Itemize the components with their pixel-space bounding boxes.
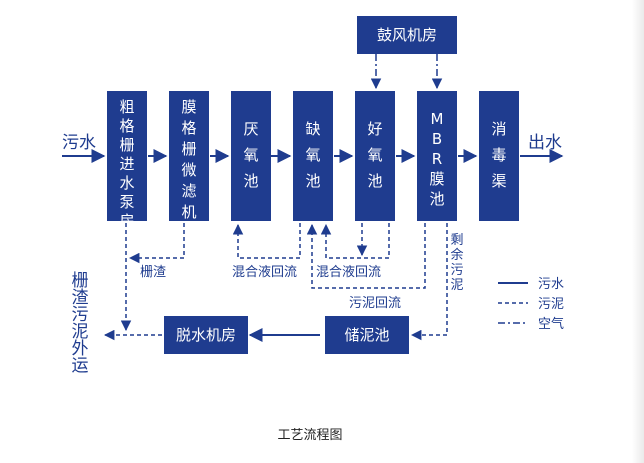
haul-out-label: 栅渣污泥外运 bbox=[72, 271, 89, 376]
sludge-return-label: 污泥回流 bbox=[349, 296, 401, 311]
unit-coarse-screen-pump: 粗格栅进水泵房 bbox=[107, 91, 147, 230]
page-edge-shadow bbox=[632, 0, 644, 463]
unit-anaerobic-tank-label: 厌氧池 bbox=[243, 120, 258, 190]
sludge-lines bbox=[103, 223, 448, 341]
inflow-label: 污水 bbox=[62, 133, 96, 153]
unit-anoxic-tank: 缺氧池 bbox=[293, 91, 333, 221]
unit-coarse-screen-pump-label: 粗格栅进水泵房 bbox=[119, 98, 134, 230]
unit-dewatering-room-label: 脱水机房 bbox=[176, 326, 236, 344]
unit-sludge-storage: 储泥池 bbox=[325, 316, 409, 354]
mixed-return-label-1: 混合液回流 bbox=[232, 265, 297, 280]
legend: 污水 污泥 空气 bbox=[498, 277, 564, 332]
outflow-label: 出水 bbox=[528, 133, 562, 153]
unit-aerobic-tank-label: 好氧池 bbox=[367, 120, 382, 190]
unit-blower-room: 鼓风机房 bbox=[357, 16, 457, 54]
legend-sludge-label: 污泥 bbox=[538, 297, 564, 312]
unit-dewatering-room: 脱水机房 bbox=[164, 316, 248, 354]
legend-sewage-label: 污水 bbox=[538, 277, 564, 292]
unit-disinfection-channel: 消毒渠 bbox=[479, 91, 519, 221]
unit-anaerobic-tank: 厌氧池 bbox=[231, 91, 271, 221]
mixed-return-label-2: 混合液回流 bbox=[316, 265, 381, 280]
screenings-label: 栅渣 bbox=[140, 265, 166, 280]
sewage-flow-arrows bbox=[62, 149, 564, 342]
unit-membrane-screen-label: 膜格栅微滤机 bbox=[181, 98, 196, 221]
unit-disinfection-channel-label: 消毒渠 bbox=[491, 120, 506, 190]
unit-sludge-storage-label: 储泥池 bbox=[344, 326, 389, 344]
unit-anoxic-tank-label: 缺氧池 bbox=[305, 120, 320, 190]
legend-air-label: 空气 bbox=[538, 316, 564, 332]
unit-aerobic-tank: 好氧池 bbox=[355, 91, 395, 221]
air-lines bbox=[370, 54, 443, 90]
excess-sludge-label: 剩余污泥 bbox=[450, 233, 463, 293]
unit-blower-room-label: 鼓风机房 bbox=[377, 26, 437, 44]
unit-membrane-screen: 膜格栅微滤机 bbox=[169, 91, 209, 221]
figure-caption: 工艺流程图 bbox=[277, 428, 343, 443]
